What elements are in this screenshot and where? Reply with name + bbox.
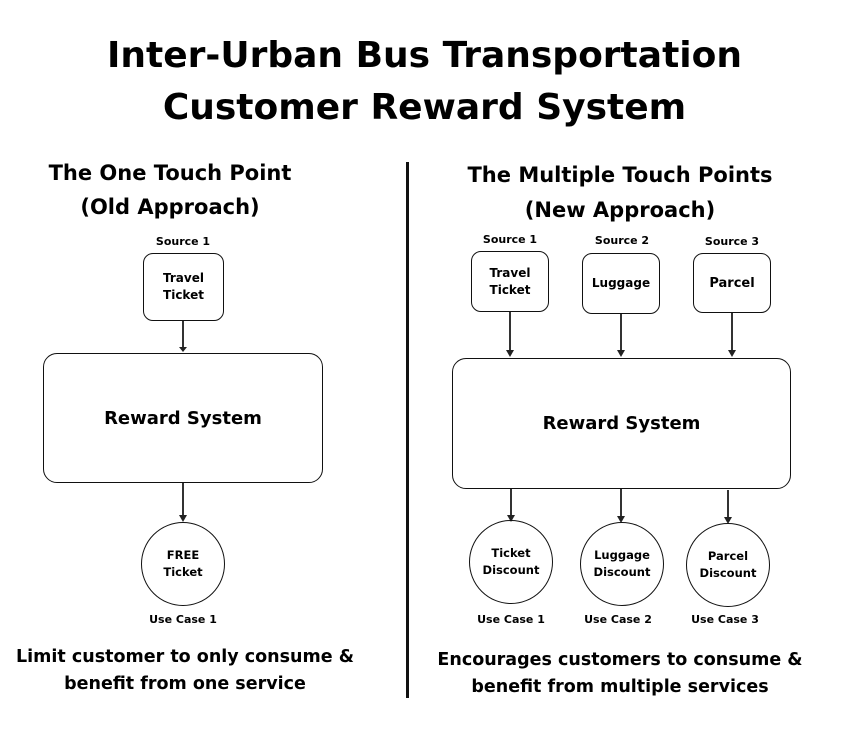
left-heading-line-2: (Old Approach) [80,195,260,219]
left-usecase-1-label: Use Case 1 [149,613,217,626]
right-source-parcel: Parcel [693,253,771,313]
title-line-1: Inter-Urban Bus Transportation [107,35,742,76]
left-source-1-label: Source 1 [155,235,211,248]
right-connector-source-2 [620,314,622,350]
left-source-1-line1: Travel [163,271,204,285]
right-usecase-1-line1: Ticket [491,546,531,560]
right-connector-source-3 [731,313,733,350]
right-usecase-1-line2: Discount [482,563,540,577]
right-connector-usecase-2 [620,489,622,518]
right-usecase-2-line1: Luggage [594,548,650,562]
right-usecase-ticket-discount: Ticket Discount [469,520,553,604]
left-source-travel-ticket: Travel Ticket [143,253,224,321]
title-line-2: Customer Reward System [162,87,687,128]
arrow-down-icon [507,515,515,522]
right-usecase-2-line2: Discount [593,565,651,579]
right-source-1-label: Source 1 [482,233,538,246]
right-footer-line-1: Encourages customers to consume & [437,650,803,670]
arrow-down-icon [728,350,736,357]
right-usecase-parcel-discount: Parcel Discount [686,523,770,607]
right-heading-line-2: (New Approach) [524,198,716,222]
right-usecase-1-label: Use Case 1 [477,613,545,626]
left-reward-system: Reward System [43,353,323,483]
section-divider [406,162,409,698]
right-reward-system: Reward System [452,358,791,489]
right-usecase-3-line2: Discount [699,566,757,580]
right-connector-usecase-1 [510,489,512,517]
right-source-luggage: Luggage [582,253,660,314]
left-footer-line-2: benefit from one service [64,674,306,694]
left-usecase-free-ticket: FREE Ticket [141,522,225,606]
right-connector-source-1 [509,312,511,350]
left-connector-usecase [182,483,184,516]
arrow-down-icon [617,516,625,523]
right-usecase-3-label: Use Case 3 [691,613,759,626]
right-source-1-line1: Travel [489,265,531,280]
arrow-down-icon [724,517,732,524]
left-connector-source [182,321,184,347]
left-usecase-1-line1: FREE [166,548,200,562]
right-source-1-line2: Ticket [489,282,531,297]
left-footer-line-1: Limit customer to only consume & [16,647,354,667]
arrow-down-icon [179,515,187,522]
right-heading-line-1: The Multiple Touch Points [467,163,773,187]
right-footer-line-2: benefit from multiple services [471,677,769,697]
left-usecase-1-line2: Ticket [163,565,203,579]
right-connector-usecase-3 [727,490,729,519]
left-heading-line-1: The One Touch Point [48,161,292,185]
arrow-down-icon [617,350,625,357]
right-usecase-2-label: Use Case 2 [584,613,652,626]
right-source-travel-ticket: Travel Ticket [471,251,549,312]
right-usecase-3-line1: Parcel [707,549,749,563]
arrow-down-icon [506,350,514,357]
arrow-down-icon [179,347,187,352]
right-source-2-label: Source 2 [594,234,650,247]
left-source-1-line2: Ticket [163,288,204,302]
right-source-3-label: Source 3 [704,235,760,248]
right-usecase-luggage-discount: Luggage Discount [580,522,664,606]
